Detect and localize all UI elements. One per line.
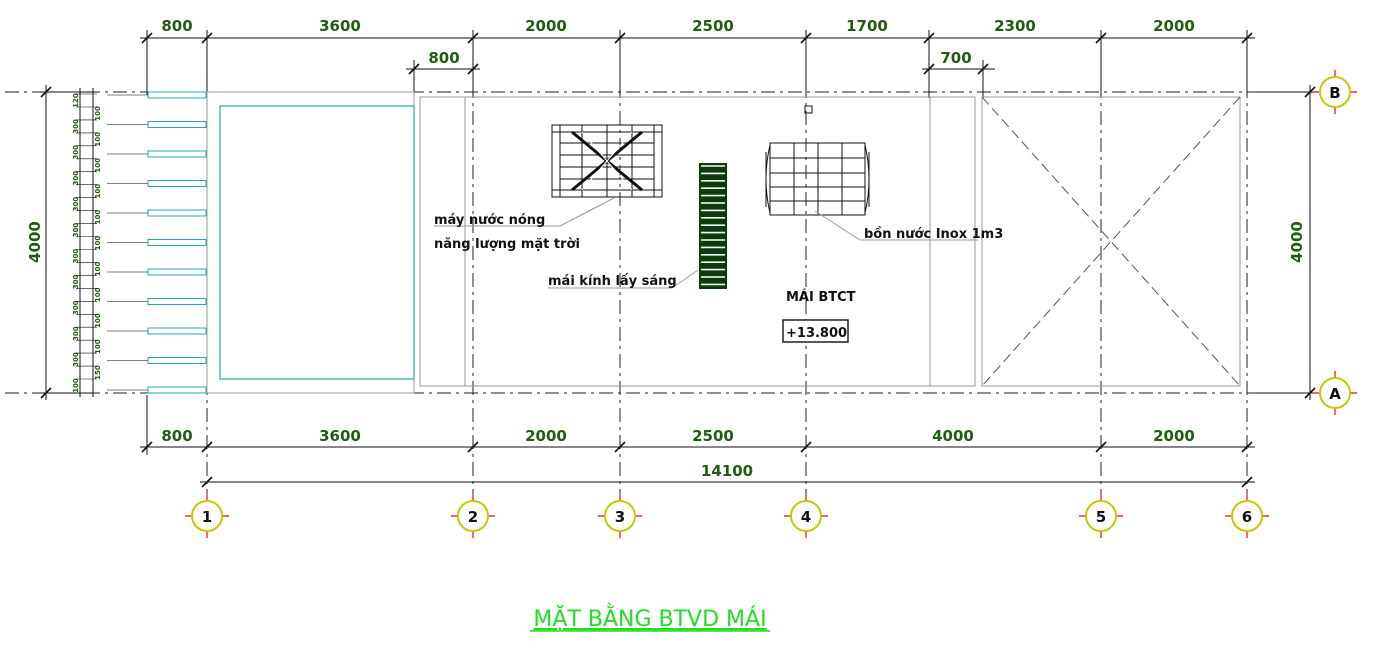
stair-tread xyxy=(147,268,207,276)
top-dim-3: 2000 xyxy=(525,17,567,35)
top-dim-5: 1700 xyxy=(846,17,888,35)
stair-dim-label: 100 xyxy=(94,210,102,225)
stair-dim-label: 300 xyxy=(72,197,80,212)
stair-dim-label: 300 xyxy=(72,145,80,160)
stair-dim-label: 300 xyxy=(72,326,80,341)
grid-bubble-A-label: A xyxy=(1329,385,1341,403)
grid-bubble-2-label: 2 xyxy=(468,508,478,526)
stair-tread xyxy=(147,150,207,158)
stair-dim-label: 100 xyxy=(94,261,102,276)
stair-dim-label: 100 xyxy=(72,378,80,393)
grid-bubble-2: 2 xyxy=(451,494,495,538)
label-water-heater-1: máy nước nóng xyxy=(434,213,545,228)
bottom-dim-1: 800 xyxy=(161,427,192,445)
stair-dim-label: 100 xyxy=(94,236,102,251)
stair-dim-label: 100 xyxy=(94,158,102,173)
drawing-title: MẶT BẰNG BTVD MÁI xyxy=(533,603,766,632)
top-sub-dimensions: 800 700 xyxy=(406,49,995,98)
annotations: máy nước nóng năng lượng mặt trời mái kí… xyxy=(434,197,1003,343)
stair-dim-label: 100 xyxy=(94,313,102,328)
elevation-box xyxy=(782,319,849,343)
grid-bubble-1-label: 1 xyxy=(202,508,212,526)
stair-dim-label: 100 xyxy=(94,339,102,354)
skylight-symbol xyxy=(699,163,727,289)
stair-tread xyxy=(147,298,207,305)
top-dim-7: 2000 xyxy=(1153,17,1195,35)
right-dimension: 4000 xyxy=(1255,85,1318,400)
grid-lines-vertical xyxy=(206,30,1248,540)
top-dim-4: 2500 xyxy=(692,17,734,35)
left-dim-4000: 4000 xyxy=(26,221,44,263)
grid-bubble-5-label: 5 xyxy=(1096,508,1106,526)
grid-bubble-B: B xyxy=(1313,70,1357,114)
bottom-dim-4: 2500 xyxy=(692,427,734,445)
bottom-dim-5: 4000 xyxy=(932,427,974,445)
grid-bubble-A: A xyxy=(1313,371,1357,415)
grid-bubble-4-label: 4 xyxy=(801,508,811,526)
stair-dim-label: 300 xyxy=(72,171,80,186)
top-dim-1: 800 xyxy=(161,17,192,35)
stair-dim-label: 300 xyxy=(72,300,80,315)
water-tank-symbol xyxy=(765,105,870,216)
roof-slab-outline xyxy=(419,96,976,387)
stair-dim-label: 100 xyxy=(94,184,102,199)
stair-dim-label: 100 xyxy=(94,287,102,302)
grid-bubble-3: 3 xyxy=(598,494,642,538)
top-dim-2: 3600 xyxy=(319,17,361,35)
bottom-dimension-chain: 800 3600 2000 2500 4000 2000 14100 xyxy=(140,395,1255,488)
sub-dim-700: 700 xyxy=(940,49,971,67)
grid-bubble-6: 6 xyxy=(1225,494,1269,538)
stair-tread xyxy=(147,386,207,394)
grid-bubble-B-label: B xyxy=(1329,84,1340,102)
overall-dimension: 14100 xyxy=(701,462,753,480)
solar-water-heater-symbol xyxy=(551,124,663,198)
bottom-dim-6: 2000 xyxy=(1153,427,1195,445)
grid-bubble-1: 1 xyxy=(185,494,229,538)
label-elevation: +13.800 xyxy=(786,326,847,341)
stair-dim-label: 100 xyxy=(94,106,102,121)
stair-tread xyxy=(147,121,207,128)
stair-dim-label: 300 xyxy=(72,249,80,264)
right-dim-4000: 4000 xyxy=(1288,221,1306,263)
label-water-tank: bồn nước Inox 1m3 xyxy=(864,227,1003,242)
roof-void-outline xyxy=(206,91,415,394)
stair-dim-label: 300 xyxy=(72,119,80,134)
stair-dimension-strip: 120 100 300 100 300 100 300 100 300 100 300 100 300 1… xyxy=(72,88,102,397)
stair-tread xyxy=(147,357,207,364)
open-area-x xyxy=(981,96,1241,387)
stair-dim-label: 150 xyxy=(94,365,102,380)
stair-tread xyxy=(147,239,207,246)
stair-dim-label: 300 xyxy=(72,274,80,289)
stair-dim-label: 300 xyxy=(72,352,80,367)
label-skylight: mái kính lấy sáng xyxy=(548,274,677,289)
bottom-dim-3: 2000 xyxy=(525,427,567,445)
stair-tread xyxy=(147,327,207,335)
sub-dim-800: 800 xyxy=(428,49,459,67)
grid-row-bubbles: BA xyxy=(1313,70,1357,415)
stair-dim-label: 120 xyxy=(72,93,80,108)
bottom-dim-2: 3600 xyxy=(319,427,361,445)
top-dimension-chain: 800 3600 2000 2500 1700 2300 2000 xyxy=(140,17,1255,95)
stair-treads xyxy=(107,91,207,394)
label-water-heater-2: năng lượng mặt trời xyxy=(434,237,580,252)
grid-column-bubbles: 1 2 3 4 5 6 xyxy=(185,494,1269,538)
label-roof-type: MÁI BTCT xyxy=(786,289,856,305)
stair-tread xyxy=(147,180,207,187)
stair-tread xyxy=(147,209,207,217)
stair-tread xyxy=(147,91,207,99)
stair-dim-label: 100 xyxy=(94,132,102,147)
grid-bubble-5: 5 xyxy=(1079,494,1123,538)
grid-bubble-4: 4 xyxy=(784,494,828,538)
left-dimension: 4000 xyxy=(26,85,95,400)
stair-dim-label: 300 xyxy=(72,223,80,238)
grid-bubble-3-label: 3 xyxy=(615,508,625,526)
grid-bubble-6-label: 6 xyxy=(1242,508,1252,526)
top-dim-6: 2300 xyxy=(994,17,1036,35)
